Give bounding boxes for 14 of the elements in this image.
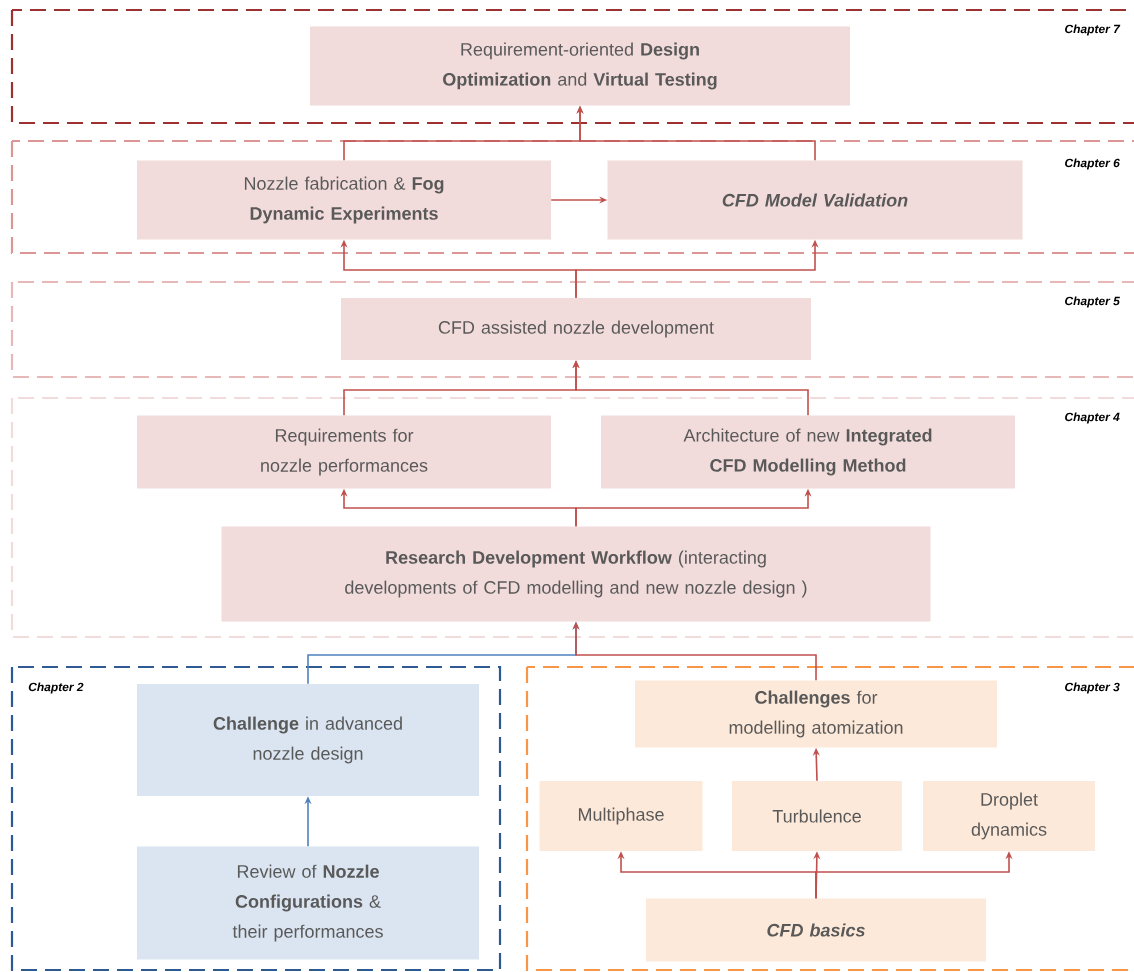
process-box: Challenges for modelling atomization: [635, 680, 997, 748]
process-box: Requirement-oriented Design Optimization and Virtual Testing: [310, 26, 850, 106]
process-box: Turbulence: [732, 781, 902, 851]
process-box: Nozzle fabrication & Fog Dynamic Experiments: [137, 160, 551, 240]
process-box: Challenge in advanced nozzle design: [137, 684, 479, 796]
process-box: CFD Model Validation: [607, 160, 1023, 240]
process-box: Review of Nozzle Configurations & their performances: [137, 846, 479, 960]
process-box: Architecture of new Integrated CFD Modelling Method: [601, 415, 1015, 489]
process-box: CFD basics: [646, 898, 986, 962]
process-box: Requirements for nozzle performances: [137, 415, 551, 489]
process-box: Droplet dynamics: [923, 781, 1095, 851]
process-box: CFD assisted nozzle development: [341, 298, 811, 360]
process-box: Multiphase: [539, 781, 703, 851]
process-box: Research Development Workflow (interacting developments of CFD modelling and new nozzle design ): [221, 526, 931, 622]
